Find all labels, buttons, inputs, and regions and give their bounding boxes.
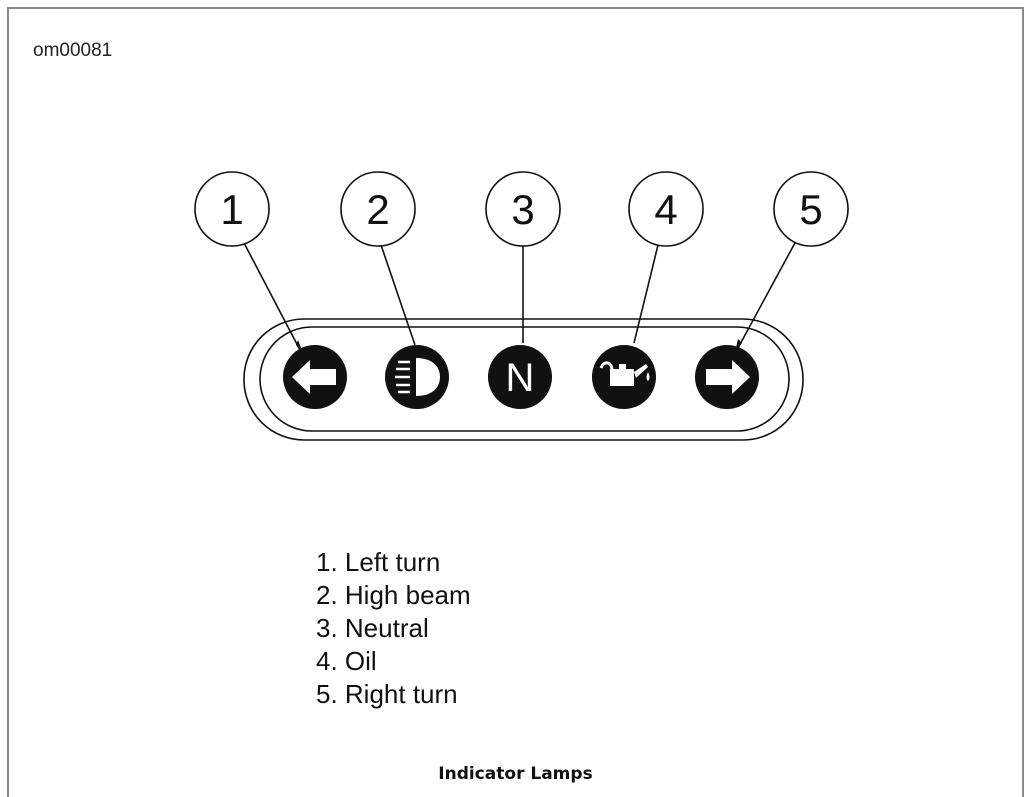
neutral-letter: N (506, 356, 535, 400)
leader-line-5 (737, 240, 797, 349)
callout-3: 3 (485, 171, 561, 247)
callout-number-5: 5 (799, 186, 822, 233)
legend-item-right-turn: 5. Right turn (316, 679, 458, 709)
callout-number-4: 4 (654, 186, 677, 233)
figure-id: om00081 (33, 40, 113, 61)
lamp-legend: 1. Left turn 2. High beam 3. Neutral 4. … (316, 546, 471, 711)
leader-line-2 (379, 241, 416, 346)
callout-4: 4 (628, 171, 704, 247)
lamp-panel-inner (259, 326, 790, 432)
callout-number-2: 2 (366, 186, 389, 233)
legend-item-neutral: 3. Neutral (316, 613, 429, 643)
neutral-icon: N (488, 345, 552, 409)
callout-number-1: 1 (220, 186, 243, 233)
callout-number-3: 3 (511, 186, 534, 233)
leader-line-4 (633, 240, 660, 344)
legend-item-high-beam: 2. High beam (316, 580, 471, 610)
figure-caption: Indicator Lamps (438, 764, 593, 784)
left-arrow-icon (283, 345, 347, 409)
oil-can-icon (592, 345, 656, 409)
legend-item-left-turn: 1. Left turn (316, 547, 441, 577)
right-arrow-icon (695, 345, 759, 409)
callout-1: 1 (194, 171, 270, 247)
legend-item-oil: 4. Oil (316, 646, 377, 676)
callout-5: 5 (773, 171, 849, 247)
high-beam-icon (385, 345, 449, 409)
callout-2: 2 (340, 171, 416, 247)
leader-line-1 (242, 240, 301, 351)
